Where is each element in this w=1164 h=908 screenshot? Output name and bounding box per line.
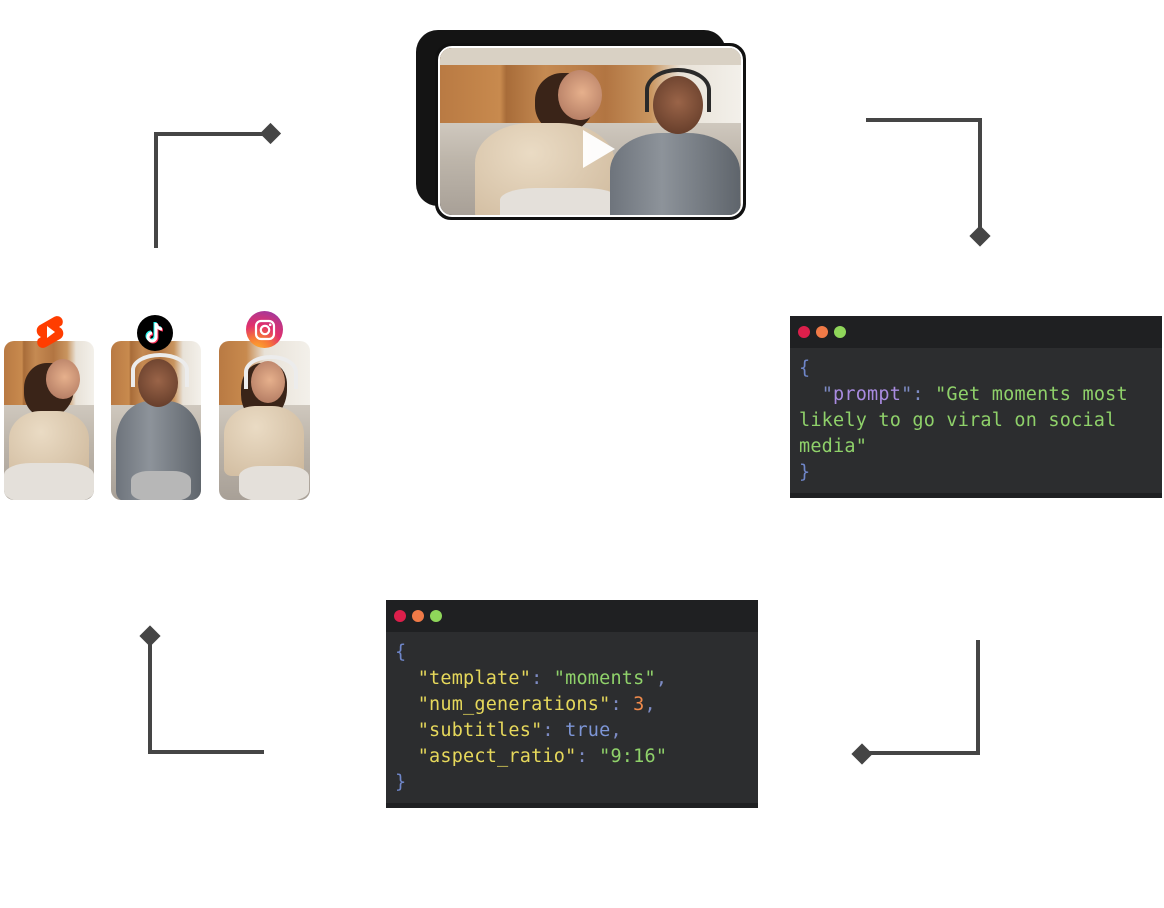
connector-outputs-to-video — [150, 120, 290, 255]
config-value-num-generations: 3 — [633, 694, 645, 715]
config-key-subtitles: "subtitles" — [417, 720, 543, 741]
prompt-code-window: { "prompt": "Get moments most likely to … — [790, 316, 1162, 498]
config-code-window: { "template": "moments", "num_generation… — [386, 600, 758, 808]
config-value-template: "moments" — [553, 668, 656, 689]
prompt-code: { "prompt": "Get moments most likely to … — [799, 358, 1140, 483]
youtube-shorts-icon — [35, 315, 65, 349]
window-titlebar — [790, 316, 1162, 348]
source-video-card[interactable] — [435, 43, 746, 220]
prompt-value: "Get moments most likely to go viral on … — [799, 384, 1140, 457]
connector-video-to-prompt — [860, 112, 1000, 252]
close-dot-icon — [798, 326, 810, 338]
video-thumbnail — [440, 48, 741, 215]
connector-prompt-to-config — [845, 640, 985, 770]
config-value-subtitles: true — [565, 720, 611, 741]
output-clip-youtube-shorts[interactable] — [4, 341, 94, 500]
output-clip-instagram[interactable] — [219, 341, 310, 500]
maximize-dot-icon — [430, 610, 442, 622]
config-value-aspect-ratio: "9:16" — [599, 746, 668, 767]
config-key-template: "template" — [417, 668, 532, 689]
config-key-num-generations: "num_generations" — [417, 694, 611, 715]
tiktok-icon — [137, 315, 173, 351]
config-key-aspect-ratio: "aspect_ratio" — [417, 746, 577, 767]
minimize-dot-icon — [816, 326, 828, 338]
maximize-dot-icon — [834, 326, 846, 338]
close-dot-icon — [394, 610, 406, 622]
window-titlebar — [386, 600, 758, 632]
prompt-key: prompt — [833, 384, 902, 405]
config-code: { "template": "moments", "num_generation… — [395, 642, 668, 793]
instagram-icon — [246, 311, 283, 348]
minimize-dot-icon — [412, 610, 424, 622]
play-icon[interactable] — [583, 130, 615, 168]
connector-config-to-outputs — [135, 620, 270, 760]
output-clip-tiktok[interactable] — [111, 341, 201, 500]
